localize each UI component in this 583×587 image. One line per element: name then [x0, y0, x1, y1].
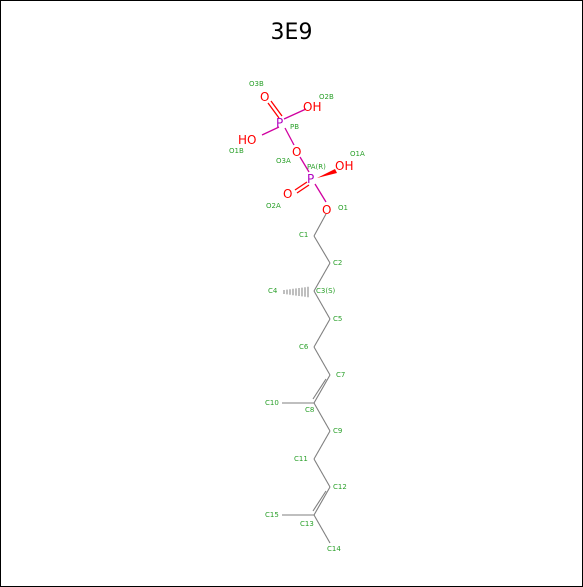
element-o-a: O	[283, 187, 292, 201]
bond-c3-c5	[313, 290, 331, 320]
label-c14: C14	[327, 545, 341, 553]
bond-pb-o-double-2	[270, 100, 283, 117]
carbon-chain-bonds	[282, 213, 331, 544]
bond-c1-c2	[313, 235, 331, 264]
label-o1: O1	[338, 204, 348, 212]
element-p-b: P	[276, 116, 283, 130]
element-oh-right: OH	[303, 100, 321, 114]
bond-pb-o3a	[284, 127, 295, 146]
atom-labels: O3B O2B PB O1B O3A PA(R) O1A O2A O1 C1 C…	[229, 80, 365, 553]
bond-o3a-pa	[299, 156, 310, 173]
bond-pb-o-double-1	[267, 102, 280, 119]
bond-c12-c13-b	[312, 490, 327, 512]
element-oh-a: OH	[335, 159, 353, 173]
bond-pa-o-double-1	[294, 181, 308, 191]
label-c1: C1	[299, 231, 308, 239]
label-c8: C8	[305, 406, 314, 414]
phosphate-a-bonds	[294, 156, 337, 203]
molecule-title: 3E9	[270, 20, 313, 45]
label-o2a: O2A	[266, 202, 281, 210]
bond-c3-c4-hashed	[283, 286, 309, 298]
label-o3a: O3A	[276, 157, 291, 165]
bond-c11-c12	[313, 458, 331, 488]
bond-pa-oh-wedge	[317, 169, 337, 178]
label-o2b: O2B	[319, 93, 334, 101]
label-pa: PA(R)	[307, 163, 326, 171]
element-ho-left: HO	[238, 133, 256, 147]
bond-c6-c7	[313, 346, 331, 376]
phosphate-b-bonds	[261, 100, 307, 146]
label-c10: C10	[265, 399, 279, 407]
bond-pb-ho	[261, 126, 280, 136]
element-o-top: O	[260, 90, 269, 104]
label-c12: C12	[333, 483, 347, 491]
label-o3b: O3B	[249, 80, 264, 88]
bond-c9-c11	[313, 430, 331, 460]
bond-c12-c13-a	[313, 486, 331, 516]
bond-o1-c1	[313, 213, 327, 237]
bond-c5-c6	[313, 318, 331, 348]
label-c2: C2	[333, 259, 342, 267]
bond-c7-c8-b	[312, 378, 327, 400]
label-c9: C9	[333, 427, 342, 435]
label-c5: C5	[333, 315, 342, 323]
bond-pa-o1	[314, 183, 327, 203]
label-c4: C4	[268, 287, 278, 295]
bond-c7-c8-a	[313, 374, 331, 404]
label-o1b: O1B	[229, 147, 244, 155]
element-o-1: O	[322, 203, 331, 217]
element-o-bridge: O	[292, 145, 301, 159]
bond-c13-c14	[313, 514, 331, 544]
label-c11: C11	[294, 455, 308, 463]
element-p-a: P	[307, 172, 314, 186]
bond-c2-c3	[313, 262, 331, 292]
label-c7: C7	[336, 371, 345, 379]
label-c13: C13	[300, 520, 314, 528]
bond-pa-o-double-2	[296, 184, 310, 194]
label-o1a: O1A	[350, 150, 365, 158]
bond-c8-c9	[313, 402, 331, 432]
label-c3: C3(S)	[316, 287, 336, 295]
label-pb: PB	[290, 123, 299, 131]
label-c6: C6	[299, 343, 309, 351]
bond-pb-oh	[283, 108, 307, 120]
label-c15: C15	[265, 511, 279, 519]
